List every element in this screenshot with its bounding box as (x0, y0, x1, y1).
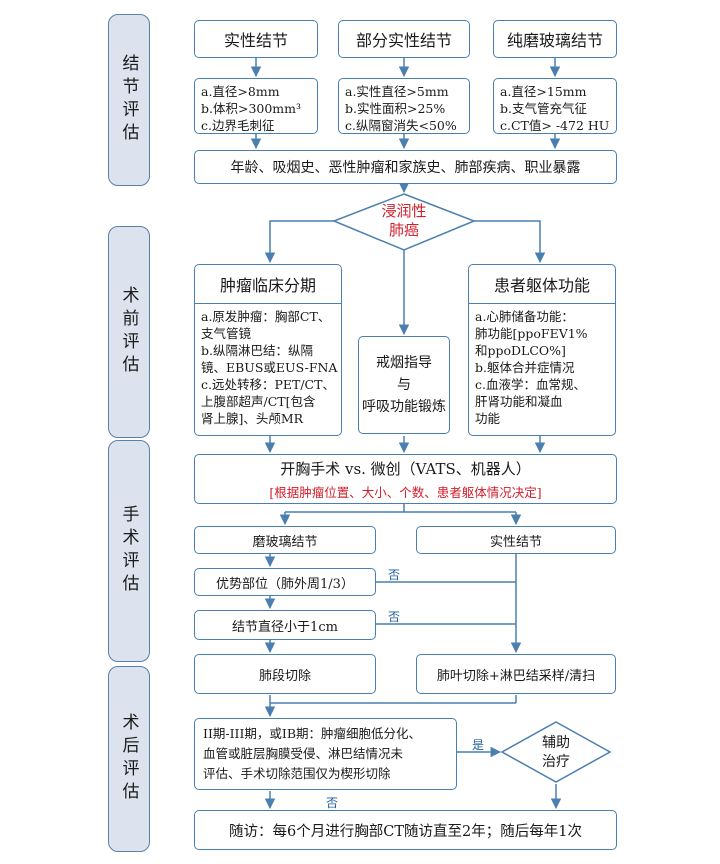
smoking-line: 与 (397, 377, 411, 393)
peripheral-location-label: 优势部位（肺外周1/3） (216, 576, 354, 592)
section-nodule-assessment: 结节评估 (108, 14, 150, 186)
staging-item: a.原发肿瘤：胸部CT、 (201, 309, 331, 324)
diameter-label: 结节直径小于1cm (232, 619, 338, 635)
risk-factors-box: 年龄、吸烟史、恶性肿瘤和家族史、肺部疾病、职业暴露 (194, 150, 617, 184)
postop-risk-line: 血管或脏层胸膜受侵、淋巴结情况未 (203, 746, 404, 761)
surgery-decision-note: [根据肿瘤位置、大小、个数、患者躯体情况决定] (269, 484, 542, 500)
function-item: a.心肺储备功能： (475, 309, 574, 324)
staging-item: 镜、EBUS或EUS-FNA (201, 360, 338, 375)
function-item: c.血液学：血常规、 (475, 377, 586, 392)
staging-item: c.远处转移：PET/CT、 (201, 377, 335, 392)
ggo-nodule-box: 纯磨玻璃结节 (493, 20, 617, 58)
lobectomy-label: 肺叶切除+淋巴结采样/清扫 (436, 668, 596, 684)
ggo-branch-label: 磨玻璃结节 (252, 534, 318, 550)
followup-box: 随访：每6个月进行胸部CT随访直至2年；随后每年1次 (194, 810, 617, 850)
solid-criteria-box: a.直径>8mm b.体积>300mm³ c.边界毛刺征 (194, 78, 318, 134)
smoking-line: 呼吸功能锻炼 (362, 399, 446, 415)
ggo-nodule-label: 纯磨玻璃结节 (506, 31, 603, 50)
ggo-branch-box: 磨玻璃结节 (194, 526, 376, 554)
partsolid-nodule-label: 部分实性结节 (355, 31, 452, 50)
surgery-approach-text: 开胸手术 vs. 微创（VATS、机器人） (280, 459, 531, 478)
ggo-criterion: b.支气管充气征 (500, 101, 587, 116)
partsolid-nodule-box: 部分实性结节 (338, 20, 470, 58)
ggo-criterion: c.CT值> -472 HU (500, 118, 610, 133)
section-postop-assessment: 术后评估 (108, 666, 150, 852)
partsolid-criterion: b.实性面积>25% (345, 101, 446, 116)
segmentectomy-box: 肺段切除 (194, 654, 376, 694)
no-label-peripheral: 否 (388, 568, 401, 582)
diamond-adjuvant-therapy: 辅助 治疗 (542, 735, 570, 770)
diameter-box: 结节直径小于1cm (194, 610, 376, 640)
ggo-criterion: a.直径>15mm (500, 84, 587, 99)
staging-item: 肾上腺]、头颅MR (201, 411, 304, 426)
surgery-approach-box: 开胸手术 vs. 微创（VATS、机器人） [根据肿瘤位置、大小、个数、患者躯体… (194, 454, 617, 504)
solid-criterion: a.直径>8mm (201, 84, 280, 99)
lobectomy-box: 肺叶切除+淋巴结采样/清扫 (416, 654, 616, 694)
function-item: 和ppoDLCO%] (475, 343, 566, 358)
solid-branch-box: 实性结节 (416, 526, 616, 554)
function-item: b.躯体合并症情况 (475, 360, 575, 375)
postop-risk-line: II期-III期，或IB期：肿瘤细胞低分化、 (203, 726, 422, 741)
peripheral-location-box: 优势部位（肺外周1/3） (194, 568, 376, 596)
staging-title: 肿瘤临床分期 (195, 265, 341, 304)
solid-branch-label: 实性结节 (489, 534, 542, 550)
postop-risk-box: II期-III期，或IB期：肿瘤细胞低分化、 血管或脏层胸膜受侵、淋巴结情况未 … (194, 718, 457, 790)
staging-item: 支气管镜 (201, 326, 252, 341)
smoking-cessation-box: 戒烟指导 与 呼吸功能锻炼 (358, 336, 450, 434)
no-label-postop: 否 (326, 796, 339, 810)
risk-factors-text: 年龄、吸烟史、恶性肿瘤和家族史、肺部疾病、职业暴露 (230, 160, 581, 176)
function-item: 肝肾功能和凝血 (475, 394, 563, 409)
partsolid-criterion: a.实性直径>5mm (345, 84, 449, 99)
patient-function-box: 患者躯体功能 a.心肺储备功能： 肺功能[ppoFEV1% 和ppoDLCO%]… (468, 264, 616, 436)
smoking-line: 戒烟指导 (376, 355, 432, 371)
partsolid-criteria-box: a.实性直径>5mm b.实性面积>25% c.纵隔窗消失<50% (338, 78, 470, 134)
section-surgery-assessment: 手术评估 (108, 440, 150, 662)
solid-criterion: c.边界毛刺征 (201, 118, 275, 133)
no-label-diameter: 否 (388, 610, 401, 624)
postop-risk-line: 评估、手术切除范围仅为楔形切除 (203, 766, 391, 781)
solid-criterion: b.体积>300mm³ (201, 101, 302, 116)
segmentectomy-label: 肺段切除 (258, 668, 311, 684)
function-title: 患者躯体功能 (469, 265, 615, 304)
solid-nodule-label: 实性结节 (223, 31, 288, 50)
followup-text: 随访：每6个月进行胸部CT随访直至2年；随后每年1次 (229, 823, 582, 840)
function-item: 肺功能[ppoFEV1% (475, 326, 588, 341)
diamond-invasive-cancer: 浸润性 肺癌 (381, 202, 427, 239)
function-item: 功能 (475, 411, 501, 426)
ggo-criteria-box: a.直径>15mm b.支气管充气征 c.CT值> -472 HU (493, 78, 617, 134)
partsolid-criterion: c.纵隔窗消失<50% (345, 118, 457, 133)
solid-nodule-box: 实性结节 (194, 20, 318, 58)
yes-label: 是 (472, 738, 485, 752)
staging-item: b.纵隔淋巴结：纵隔 (201, 343, 313, 358)
section-preop-assessment: 术前评估 (108, 226, 150, 438)
staging-item: 上腹部超声/CT[包含 (201, 394, 316, 409)
staging-box: 肿瘤临床分期 a.原发肿瘤：胸部CT、 支气管镜 b.纵隔淋巴结：纵隔 镜、EB… (194, 264, 342, 436)
